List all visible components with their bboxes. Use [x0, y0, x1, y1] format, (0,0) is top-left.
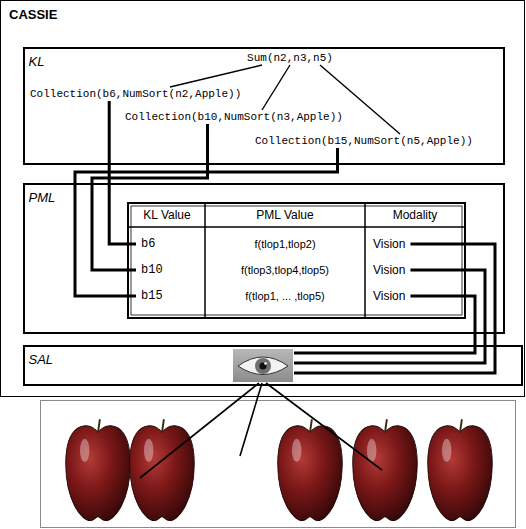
link-line [294, 270, 485, 363]
table-border [131, 206, 462, 315]
apple-group [66, 419, 493, 520]
apple-picture [278, 419, 343, 520]
kl-expression: Collection(b6,NumSort(n2,Apple)) [30, 88, 241, 100]
table-rule [128, 226, 465, 228]
link-line [320, 65, 400, 134]
gaze-lines [140, 383, 382, 478]
table-cell: Vision [373, 237, 405, 251]
eye-white [238, 357, 288, 375]
link-line [294, 244, 495, 373]
apple-picture [353, 419, 418, 520]
table-cell: b10 [141, 263, 163, 277]
table-rule [204, 203, 206, 318]
link-line [262, 65, 290, 110]
layer-heading: SAL [29, 352, 54, 367]
wire-layer [75, 65, 495, 373]
apple-picture [130, 419, 195, 520]
layer-heading: CASSIE [9, 7, 57, 22]
kl-expression: Sum(n2,n3,n5) [247, 52, 333, 64]
link-line [170, 65, 262, 87]
link-line [92, 124, 208, 270]
layer-heading: PML [29, 190, 56, 205]
table-cell: b6 [141, 237, 155, 251]
table-cell: Vision [373, 289, 405, 303]
scene-frame [41, 401, 516, 528]
table-cell: f(tlop1,tlop2) [254, 238, 315, 250]
table-header: KL Value [143, 208, 190, 222]
eye-pupil [259, 362, 266, 369]
kl-expression: Collection(b10,NumSort(n3,Apple)) [125, 111, 343, 123]
layer-box: SAL [23, 345, 523, 386]
table-cell: f(tlop3,tlop4,tlop5) [241, 264, 329, 276]
eye-iris [255, 358, 271, 374]
layer-box: PML [23, 183, 505, 334]
eye-skin [233, 349, 293, 382]
apple-picture [66, 419, 131, 520]
table-cell: Vision [373, 263, 405, 277]
table-border [128, 203, 465, 318]
gaze-line [140, 383, 259, 478]
link-line [75, 148, 338, 296]
table-header: Modality [393, 208, 438, 222]
table-grid [128, 203, 465, 318]
apple-picture [428, 419, 493, 520]
table-header: PML Value [256, 208, 313, 222]
eye-glint [264, 362, 267, 365]
kl-expression: Collection(b15,NumSort(n5,Apple)) [255, 135, 473, 147]
eye-icon [233, 349, 293, 382]
table-cell: f(tlop1, ... ,tlop5) [245, 290, 324, 302]
gaze-line [240, 383, 262, 456]
table-rule [364, 203, 366, 318]
layer-heading: KL [29, 54, 45, 69]
table-cell: b15 [141, 289, 163, 303]
